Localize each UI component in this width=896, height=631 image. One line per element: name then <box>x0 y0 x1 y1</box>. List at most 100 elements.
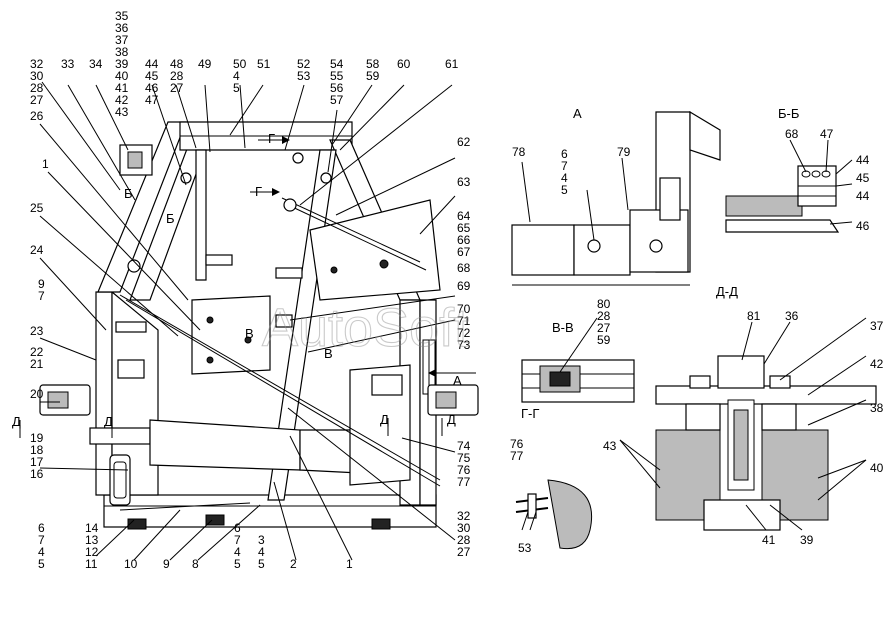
callout-35: 35 <box>115 9 129 23</box>
callout-53: 53 <box>297 69 311 83</box>
callout-32: 32 <box>457 509 471 523</box>
callout-9: 9 <box>38 277 45 291</box>
callout-59: 59 <box>597 333 611 347</box>
callout-6: 6 <box>38 521 45 535</box>
callout-39: 39 <box>115 57 129 71</box>
callout-12: 12 <box>85 545 99 559</box>
callout-57: 57 <box>330 93 344 107</box>
view-vv-title: В-В <box>552 320 574 335</box>
callout-79: 79 <box>617 145 631 159</box>
callout-27: 27 <box>170 81 184 95</box>
section-marker-Д: Д <box>104 414 113 429</box>
callout-37: 37 <box>870 319 884 333</box>
callout-1: 1 <box>42 157 49 171</box>
callout-62: 62 <box>457 135 471 149</box>
view-dd-detail <box>655 355 877 531</box>
view-dd-title: Д-Д <box>716 284 738 299</box>
callout-17: 17 <box>30 455 44 469</box>
callout-60: 60 <box>397 57 411 71</box>
view-gg-title: Г-Г <box>521 406 539 421</box>
callout-41: 41 <box>762 533 776 547</box>
view-bb-title: Б-Б <box>778 106 799 121</box>
callout-25: 25 <box>30 201 44 215</box>
callout-44: 44 <box>145 57 159 71</box>
callout-43: 43 <box>603 439 617 453</box>
callout-32: 32 <box>30 57 44 71</box>
callout-5: 5 <box>38 557 45 571</box>
callout-74: 74 <box>457 439 471 453</box>
callout-39: 39 <box>800 533 814 547</box>
callout-77: 77 <box>510 449 524 463</box>
callout-28: 28 <box>457 533 471 547</box>
callout-26: 26 <box>30 109 44 123</box>
callout-9: 9 <box>163 557 170 571</box>
callout-40: 40 <box>870 461 884 475</box>
callout-42: 42 <box>870 357 884 371</box>
callout-20: 20 <box>30 387 44 401</box>
callout-27: 27 <box>30 93 44 107</box>
callout-70: 70 <box>457 302 471 316</box>
callout-13: 13 <box>85 533 99 547</box>
callout-28: 28 <box>170 69 184 83</box>
callout-37: 37 <box>115 33 129 47</box>
callout-73: 73 <box>457 338 471 352</box>
view-vv-detail <box>521 359 635 403</box>
callout-45: 45 <box>856 171 870 185</box>
base-bolt-3 <box>371 518 391 530</box>
lower-floor-plate <box>149 419 301 471</box>
control-plate <box>191 295 271 375</box>
callout-61: 61 <box>445 57 459 71</box>
callout-52: 52 <box>297 57 311 71</box>
callout-49: 49 <box>198 57 212 71</box>
callout-19: 19 <box>30 431 44 445</box>
callout-72: 72 <box>457 326 471 340</box>
view-bb-detail <box>725 165 840 233</box>
callout-7: 7 <box>38 533 45 547</box>
callout-27: 27 <box>597 321 611 335</box>
section-arrows <box>19 136 476 438</box>
left-handle <box>109 454 131 506</box>
section-marker-Г: Г <box>255 184 262 199</box>
section-marker-Д: Д <box>447 412 456 427</box>
callout-51: 51 <box>257 57 271 71</box>
bb-pad <box>725 195 803 217</box>
callout-66: 66 <box>457 233 471 247</box>
callout-28: 28 <box>30 81 44 95</box>
callout-44: 44 <box>856 153 870 167</box>
callout-47: 47 <box>145 93 159 107</box>
callout-6: 6 <box>234 521 241 535</box>
section-marker-В: В <box>245 326 254 341</box>
callout-23: 23 <box>30 324 44 338</box>
callout-22: 22 <box>30 345 44 359</box>
callout-33: 33 <box>61 57 75 71</box>
callout-54: 54 <box>330 57 344 71</box>
callout-14: 14 <box>85 521 99 535</box>
callout-50: 50 <box>233 57 247 71</box>
callout-38: 38 <box>870 401 884 415</box>
callout-4: 4 <box>233 69 240 83</box>
callout-53: 53 <box>518 541 532 555</box>
dd-bolt-head <box>717 355 765 389</box>
view-a-detail <box>511 110 721 286</box>
callout-36: 36 <box>785 309 799 323</box>
callout-45: 45 <box>145 69 159 83</box>
callout-5: 5 <box>233 81 240 95</box>
base-bolt-1 <box>127 518 147 530</box>
callout-68: 68 <box>457 261 471 275</box>
dd-top-plate <box>655 385 877 405</box>
callout-16: 16 <box>30 467 44 481</box>
callout-10: 10 <box>124 557 138 571</box>
callout-75: 75 <box>457 451 471 465</box>
callout-76: 76 <box>457 463 471 477</box>
callout-81: 81 <box>747 309 761 323</box>
callout-46: 46 <box>145 81 159 95</box>
callout-40: 40 <box>115 69 129 83</box>
callout-58: 58 <box>366 57 380 71</box>
callout-6: 6 <box>561 147 568 161</box>
callout-64: 64 <box>457 209 471 223</box>
callout-21: 21 <box>30 357 44 371</box>
callout-67: 67 <box>457 245 471 259</box>
